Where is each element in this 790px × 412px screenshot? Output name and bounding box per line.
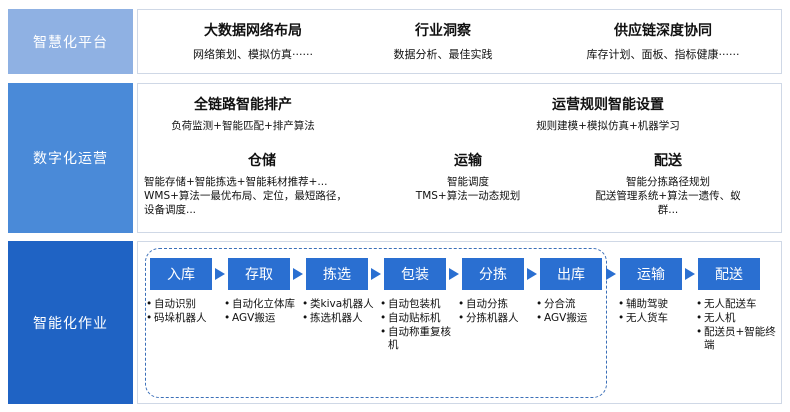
operations-panel: 全链路智能排产 负荷监测+智能匹配+排产算法 运营规则智能设置 规则建模+模拟仿… xyxy=(137,83,782,233)
tier-label-platform: 智慧化平台 xyxy=(8,9,133,74)
stage-label: 拣选 xyxy=(323,267,351,283)
stage-item: 无人配送车 xyxy=(696,298,778,311)
stage-item: 无人货车 xyxy=(618,312,694,325)
stage-item: AGV搬运 xyxy=(224,312,300,325)
stage-item: 拣选机器人 xyxy=(302,312,378,325)
arrow-right-icon xyxy=(371,268,381,280)
tier-label-operations: 数字化运营 xyxy=(8,83,133,233)
ops-title: 运营规则智能设置 xyxy=(552,97,664,113)
stage-items: 自动化立体库 AGV搬运 xyxy=(224,298,300,326)
platform-item-desc: 库存计划、面板、指标健康······ xyxy=(586,48,740,61)
ops-chain: 全链路智能排产 负荷监测+智能匹配+排产算法 xyxy=(148,94,338,133)
stage-items: 自动识别 码垛机器人 xyxy=(146,298,222,326)
stage-item: 自动化立体库 xyxy=(224,298,300,311)
ops-title: 运输 xyxy=(454,153,482,169)
ops-transport: 运输 智能调度 TMS+算法一动态规划 xyxy=(393,150,543,203)
ops-desc: 智能分拣路径规划 配送管理系统+算法一遗传、蚁 群... xyxy=(595,176,741,216)
platform-item-desc: 网络策划、模拟仿真······ xyxy=(193,48,313,61)
stage-label: 分拣 xyxy=(479,267,507,283)
stage-box: 分拣 xyxy=(462,258,524,290)
stage-items: 类kiva机器人 拣选机器人 xyxy=(302,298,378,326)
stage-item: AGV搬运 xyxy=(536,312,606,325)
stage-item: 分合流 xyxy=(536,298,606,311)
arrow-right-icon xyxy=(685,268,695,280)
tier-label-text: 智能化作业 xyxy=(33,315,108,332)
platform-item: 供应链深度协同 库存计划、面板、指标健康······ xyxy=(558,20,768,62)
stage-box: 入库 xyxy=(150,258,212,290)
platform-panel: 大数据网络布局 网络策划、模拟仿真······ 行业洞察 数据分析、最佳实践 供… xyxy=(137,9,782,74)
stage-box: 出库 xyxy=(540,258,602,290)
stage-item: 类kiva机器人 xyxy=(302,298,378,311)
platform-item-desc: 数据分析、最佳实践 xyxy=(393,48,493,61)
stage-item: 无人机 xyxy=(696,312,778,325)
stage-items: 辅助驾驶 无人货车 xyxy=(618,298,694,326)
stage-box: 配送 xyxy=(698,258,760,290)
ops-rules: 运营规则智能设置 规则建模+模拟仿真+机器学习 xyxy=(498,94,718,133)
stage-label: 包装 xyxy=(401,267,429,283)
tier-label-execution: 智能化作业 xyxy=(8,241,133,404)
stage-item: 自动分拣 xyxy=(458,298,534,311)
stage-box: 拣选 xyxy=(306,258,368,290)
platform-item-title: 行业洞察 xyxy=(415,23,471,39)
tier-label-text: 智慧化平台 xyxy=(33,34,108,51)
stage-item: 自动包装机 xyxy=(380,298,456,311)
platform-item: 大数据网络布局 网络策划、模拟仿真······ xyxy=(168,20,338,62)
ops-title: 仓储 xyxy=(248,153,276,169)
stage-item: 自动贴标机 xyxy=(380,312,456,325)
arrow-right-icon xyxy=(449,268,459,280)
platform-item: 行业洞察 数据分析、最佳实践 xyxy=(358,20,528,62)
stage-box: 包装 xyxy=(384,258,446,290)
stage-item: 自动识别 xyxy=(146,298,222,311)
stage-label: 存取 xyxy=(245,267,273,283)
ops-desc: 负荷监测+智能匹配+排产算法 xyxy=(171,120,315,132)
ops-desc: 规则建模+模拟仿真+机器学习 xyxy=(536,120,680,132)
stage-item: 码垛机器人 xyxy=(146,312,222,325)
tier-label-text: 数字化运营 xyxy=(33,151,108,167)
stage-label: 入库 xyxy=(167,267,195,283)
ops-delivery: 配送 智能分拣路径规划 配送管理系统+算法一遗传、蚁 群... xyxy=(578,150,758,217)
stage-items: 自动包装机 自动贴标机 自动称重复核机 xyxy=(380,298,456,353)
ops-title: 配送 xyxy=(654,153,682,169)
stage-item: 辅助驾驶 xyxy=(618,298,694,311)
arrow-right-icon xyxy=(215,268,225,280)
arrow-right-icon xyxy=(527,268,537,280)
ops-desc: 智能存储+智能拣选+智能耗材推荐+... WMS+算法一最优布局、定位，最短路径… xyxy=(144,176,347,216)
stage-items: 分合流 AGV搬运 xyxy=(536,298,606,326)
ops-title: 全链路智能排产 xyxy=(194,97,292,113)
stage-items: 自动分拣 分拣机器人 xyxy=(458,298,534,326)
platform-item-title: 供应链深度协同 xyxy=(614,23,712,39)
stage-item: 自动称重复核机 xyxy=(380,326,456,352)
platform-item-title: 大数据网络布局 xyxy=(204,23,302,39)
ops-desc: 智能调度 TMS+算法一动态规划 xyxy=(415,176,521,202)
stage-label: 配送 xyxy=(715,267,743,283)
stage-label: 运输 xyxy=(637,267,665,283)
arrow-right-icon xyxy=(293,268,303,280)
stage-items: 无人配送车 无人机 配送员+智能终端 xyxy=(696,298,778,353)
stage-box: 运输 xyxy=(620,258,682,290)
ops-storage: 仓储 智能存储+智能拣选+智能耗材推荐+... WMS+算法一最优布局、定位，最… xyxy=(144,150,380,217)
stage-label: 出库 xyxy=(557,267,585,283)
arrow-right-icon xyxy=(606,268,616,280)
stage-item: 分拣机器人 xyxy=(458,312,534,325)
stage-box: 存取 xyxy=(228,258,290,290)
stage-item: 配送员+智能终端 xyxy=(696,326,778,352)
